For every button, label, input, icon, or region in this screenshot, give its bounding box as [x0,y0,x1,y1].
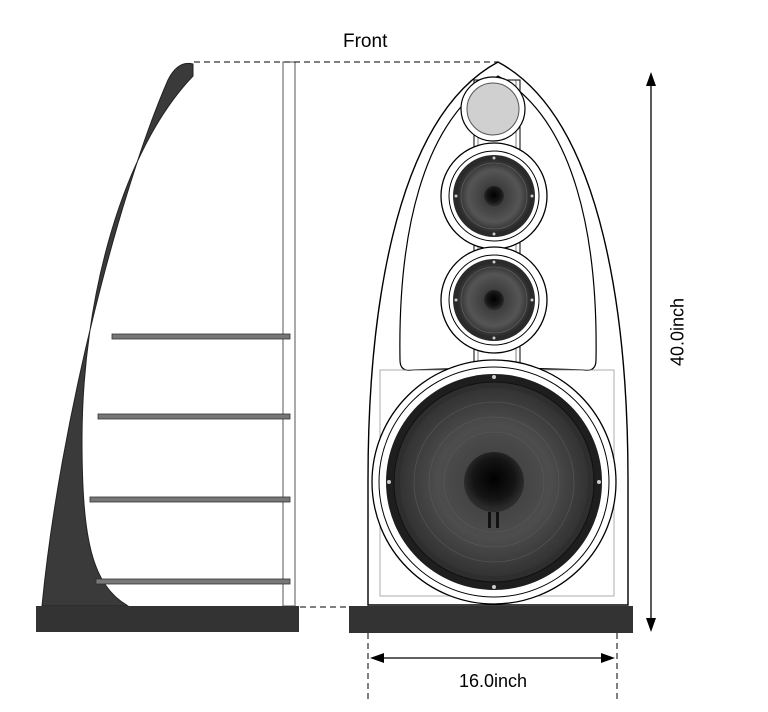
side-base [36,606,299,632]
height-dimension-label: 40.0inch [667,297,688,367]
height-dimension [646,72,656,632]
side-shelf [111,333,291,340]
side-view [36,61,299,632]
woofer-icon [371,359,617,605]
front-view-label: Front [343,31,388,52]
side-shelf [89,496,291,503]
width-dimension-label: 16.0inch [459,671,528,691]
side-shelf [95,578,291,585]
front-view [349,61,633,633]
midrange-driver-icon [440,246,548,354]
width-dimension [367,633,618,700]
side-shelf [97,413,291,420]
tweeter-icon [460,76,526,142]
side-panel [41,62,194,607]
front-base [349,606,633,633]
midrange-driver-icon [440,142,548,250]
